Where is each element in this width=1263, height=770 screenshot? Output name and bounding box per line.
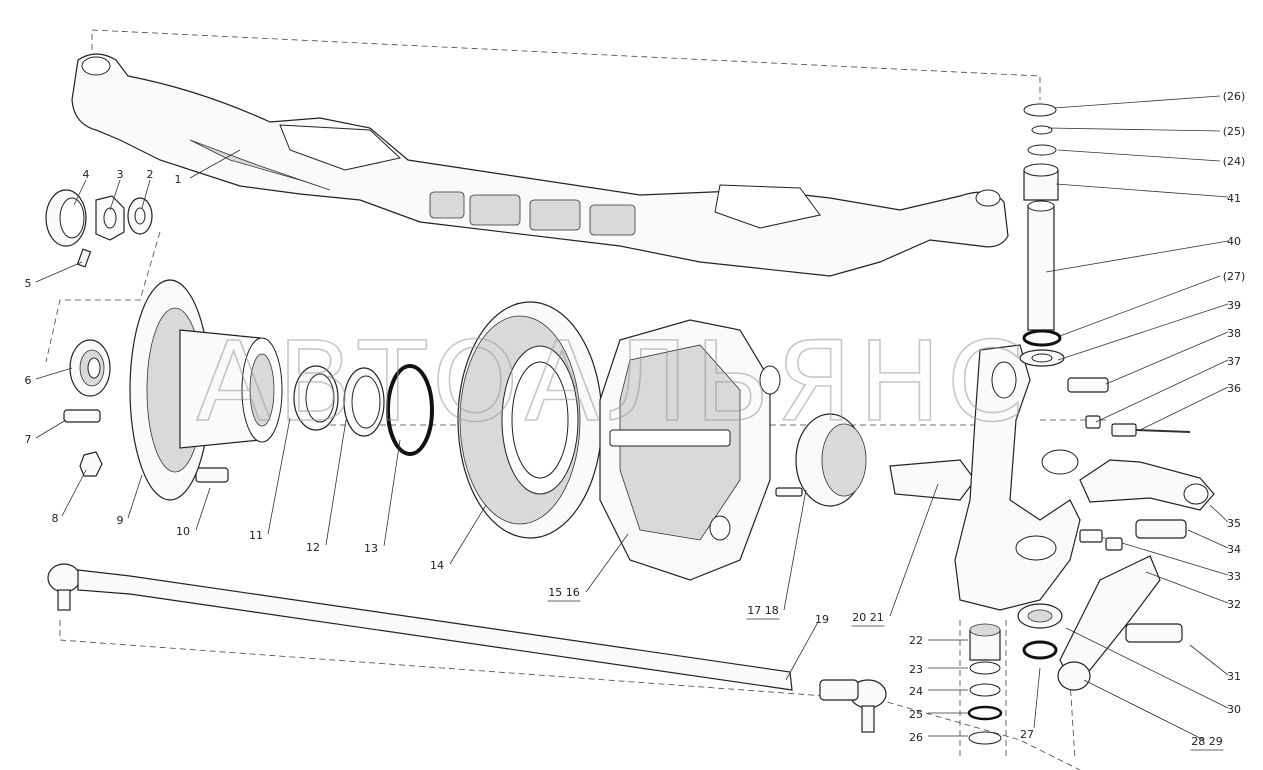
callout-label: 20 21 — [852, 611, 884, 624]
seal-rings — [293, 364, 434, 456]
callout-label: 35 — [1227, 517, 1241, 530]
leader-line-5 — [35, 367, 73, 380]
hub-cap-group — [45, 189, 153, 268]
leader-line-2 — [109, 179, 121, 211]
callout-label: 11 — [249, 529, 263, 542]
leader-line-29 — [1187, 529, 1229, 549]
leader-line-13 — [449, 504, 487, 565]
callout-label: 32 — [1227, 598, 1241, 611]
callout-label: 10 — [176, 525, 190, 538]
callout-label: 39 — [1227, 299, 1241, 312]
watermark-text: АВТОАЛЬЯНС — [196, 318, 1030, 446]
steering-arm — [1079, 459, 1215, 539]
callout-label: 23 — [909, 663, 923, 676]
knuckle-bolts — [1067, 377, 1191, 437]
callout-label: 33 — [1227, 570, 1241, 583]
leader-line-8 — [127, 474, 143, 519]
callout-label: 14 — [430, 559, 444, 572]
leader-line-24 — [1083, 679, 1205, 741]
callout-label: 1 — [175, 173, 182, 186]
leader-line-39 — [1047, 127, 1221, 132]
callout-label: 13 — [364, 542, 378, 555]
callout-label: 7 — [25, 433, 32, 446]
king-pin-stack — [1019, 103, 1065, 367]
leader-line-38 — [1057, 149, 1221, 162]
bearing-and-bolts — [63, 339, 229, 483]
callout-label: 2 — [147, 168, 154, 181]
leader-line-15 — [783, 489, 807, 611]
leader-line-6 — [35, 419, 67, 439]
callout-label: 26 — [909, 731, 923, 744]
callout-label: 8 — [52, 512, 59, 525]
callout-label: (26) — [1223, 90, 1246, 103]
callout-label: 17 18 — [747, 604, 779, 617]
leader-line-7 — [61, 469, 87, 517]
callout-label: 40 — [1227, 235, 1241, 248]
callout-label: (27) — [1223, 270, 1246, 283]
callout-label: (24) — [1223, 155, 1246, 168]
callout-label: 36 — [1227, 382, 1241, 395]
leader-line-36 — [1045, 240, 1229, 273]
leader-line-23 — [1033, 667, 1041, 729]
leader-line-35 — [1059, 275, 1221, 337]
brake-chamber — [775, 413, 867, 507]
leader-line-9 — [195, 487, 211, 531]
callout-label: 41 — [1227, 192, 1241, 205]
steering-knuckle — [889, 344, 1081, 611]
callout-label: (25) — [1223, 125, 1246, 138]
leader-line-17 — [889, 483, 939, 617]
callout-label: 4 — [83, 168, 90, 181]
leader-line-1 — [141, 179, 151, 209]
leader-line-31 — [1139, 386, 1229, 431]
brake-caliper — [599, 319, 781, 581]
leader-line-3 — [73, 179, 87, 206]
callout-label: 38 — [1227, 327, 1241, 340]
leader-line-37 — [1055, 183, 1229, 198]
leader-line-26 — [1189, 644, 1229, 676]
thrust-bearing — [1017, 603, 1063, 660]
callout-label: 12 — [306, 541, 320, 554]
tie-rod-arm — [1057, 529, 1183, 691]
leader-line-4 — [35, 261, 83, 283]
leader-line-16 — [785, 621, 819, 681]
callout-label: 37 — [1227, 355, 1241, 368]
callout-label: 30 — [1227, 703, 1241, 716]
callout-label: 28 29 — [1191, 735, 1223, 748]
leader-line-32 — [1095, 359, 1229, 423]
callout-label: 3 — [117, 168, 124, 181]
leader-line-10 — [267, 417, 291, 535]
callout-label: 5 — [25, 277, 32, 290]
leader-line-28 — [1121, 542, 1229, 576]
callout-label: 9 — [117, 514, 124, 527]
leader-line-33 — [1105, 331, 1229, 385]
callout-label: 24 — [909, 685, 923, 698]
leader-line-27 — [1145, 571, 1229, 604]
leader-line-12 — [383, 439, 401, 547]
callout-label: 19 — [815, 613, 829, 626]
wheel-hub — [129, 279, 283, 501]
leader-line-11 — [325, 419, 347, 546]
leader-line-14 — [585, 533, 629, 593]
callout-label: 31 — [1227, 670, 1241, 683]
callout-label: 6 — [25, 374, 32, 387]
leader-line-30 — [1209, 504, 1229, 523]
callout-label: 22 — [909, 634, 923, 647]
leader-line-25 — [1065, 627, 1229, 709]
callout-label: 27 — [1020, 728, 1034, 741]
callout-label: 34 — [1227, 543, 1241, 556]
tie-rod — [47, 563, 887, 733]
callout-label: 25 — [909, 708, 923, 721]
leader-line-34 — [1057, 303, 1229, 361]
axle-beam — [71, 53, 1009, 277]
callout-label: 15 16 — [548, 586, 580, 599]
brake-disc — [457, 301, 603, 539]
bushing-stack — [967, 623, 1003, 745]
leader-line-40 — [1053, 95, 1221, 109]
leader-line-0 — [189, 149, 241, 179]
